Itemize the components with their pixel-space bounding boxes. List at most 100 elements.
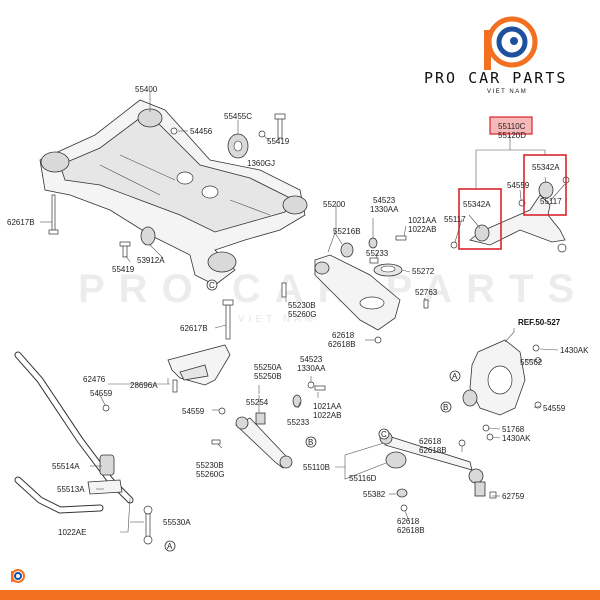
footer-bar [0,590,600,600]
bushing-53912a [140,226,156,246]
brand-logo [484,16,538,70]
callout-a-left: A [164,540,176,552]
callout-c-right: C [378,428,390,440]
stabilizer-bushing-55513a [99,454,115,476]
rear-knuckle [462,339,526,416]
label-1022ae: 1022AE [58,528,86,537]
callout-c-left: C [206,279,218,291]
bolt-55419-left [119,241,131,258]
label-55216b: 55216B [333,227,361,236]
label-54559-mid: 54559 [182,407,205,416]
bushing-55382 [396,488,408,498]
label-62618-mid: 62618 [332,331,355,340]
bolt-52763 [423,299,429,309]
label-52763: 52763 [415,288,438,297]
label-55514a: 55514A [52,462,80,471]
nut-54456 [170,127,178,135]
label-55254: 55254 [246,398,269,407]
lower-control-arm-55200 [314,254,401,331]
nut-54559-knuckle [534,401,542,409]
label-55260g-bot: 55260G [196,470,224,479]
bolt-1021aa-top [395,235,407,241]
bushing-55342a-right [538,181,554,199]
svg-text:B: B [443,403,448,412]
label-55562: 55562 [520,358,543,367]
label-55513a: 55513A [57,485,85,494]
bolt-62617b-mid [222,299,234,340]
label-62617b-top: 62617B [7,218,35,227]
label-55117-left: 55117 [444,215,466,224]
upper-control-arm-55110c [469,181,567,253]
bushing-55342a-left [474,224,490,242]
label-1022ab-top: 1022AB [408,225,436,234]
label-62618b-bot: 62618B [397,526,425,535]
label-55260g-top: 55260G [288,310,316,319]
subframe-bushing-55455c [227,133,249,159]
label-55419-top: 55419 [267,137,290,146]
label-1022ab-mid: 1022AB [313,411,341,420]
label-55530a: 55530A [163,518,191,527]
highlight-box-55342a-left [458,188,502,250]
callout-b-bottom: B [440,401,452,413]
label-55342a-left: 55342A [463,200,491,209]
label-62618-right: 62618 [419,437,442,446]
label-62476: 62476 [83,375,106,384]
svg-text:C: C [209,281,215,290]
bushing-55254 [255,412,266,425]
label-55250a: 55250A [254,363,282,372]
label-55400: 55400 [135,85,158,94]
label-55200: 55200 [323,200,346,209]
nut-62618-right [458,439,466,447]
label-1021aa-top: 1021AA [408,216,437,225]
nut-54523-top [368,237,378,249]
label-ref-50-527: REF.50-527 [518,318,561,327]
label-55110c: 55110C [498,122,526,131]
label-1330aa-mid: 1330AA [297,364,326,373]
label-55117-right: 55117 [540,197,562,206]
nut-54523-mid [307,381,315,389]
bolt-1430ak [532,344,540,352]
label-55342a-right: 55342A [532,163,560,172]
bushing-55233-top [369,257,379,264]
nut-54559-left [102,404,110,412]
label-55110b: 55110B [303,463,330,472]
nut-62618-bot [400,504,408,512]
label-55382: 55382 [363,490,386,499]
label-54559-knuckle: 54559 [543,404,566,413]
footer-logo [11,569,25,583]
label-54523-top: 54523 [373,196,396,205]
label-62618b-mid: 62618B [328,340,356,349]
svg-text:B: B [308,438,313,447]
label-62759: 62759 [502,492,525,501]
bolt-55419-top [274,113,286,139]
leader-lines [40,92,566,533]
bushing-55216b [340,242,354,258]
callout-a-right: A [449,370,461,382]
label-55233-mid: 55233 [287,418,310,427]
svg-text:A: A [167,542,173,551]
stabilizer-link-55530a [143,505,153,545]
label-54559-arm: 54559 [507,181,530,190]
trailing-arm-55250a [235,416,293,469]
label-55233-top: 55233 [366,249,389,258]
label-54559-left: 54559 [90,389,113,398]
label-53912a: 53912A [137,256,165,265]
callout-b-top: B [305,436,317,448]
part-labels: 55400 54456 55455C 55419 1360GJ 62617B 5… [7,85,589,537]
bushing-55233-mid [292,394,302,408]
spring-seat-55272 [373,263,403,277]
label-1021aa-mid: 1021AA [313,402,342,411]
label-28696a: 28696A [130,381,158,390]
label-55120d: 55120D [498,131,526,140]
label-1430ak: 1430AK [560,346,589,355]
bolt-1021aa-mid [314,385,326,391]
label-54523-mid: 54523 [300,355,323,364]
label-55272: 55272 [412,267,435,276]
bolt-55562 [535,357,541,363]
label-1330aa-top: 1330AA [370,205,399,214]
nut-55117 [450,241,458,249]
bolt-62759 [489,491,497,499]
bracket-62476 [167,344,231,386]
svg-text:C: C [381,430,387,439]
